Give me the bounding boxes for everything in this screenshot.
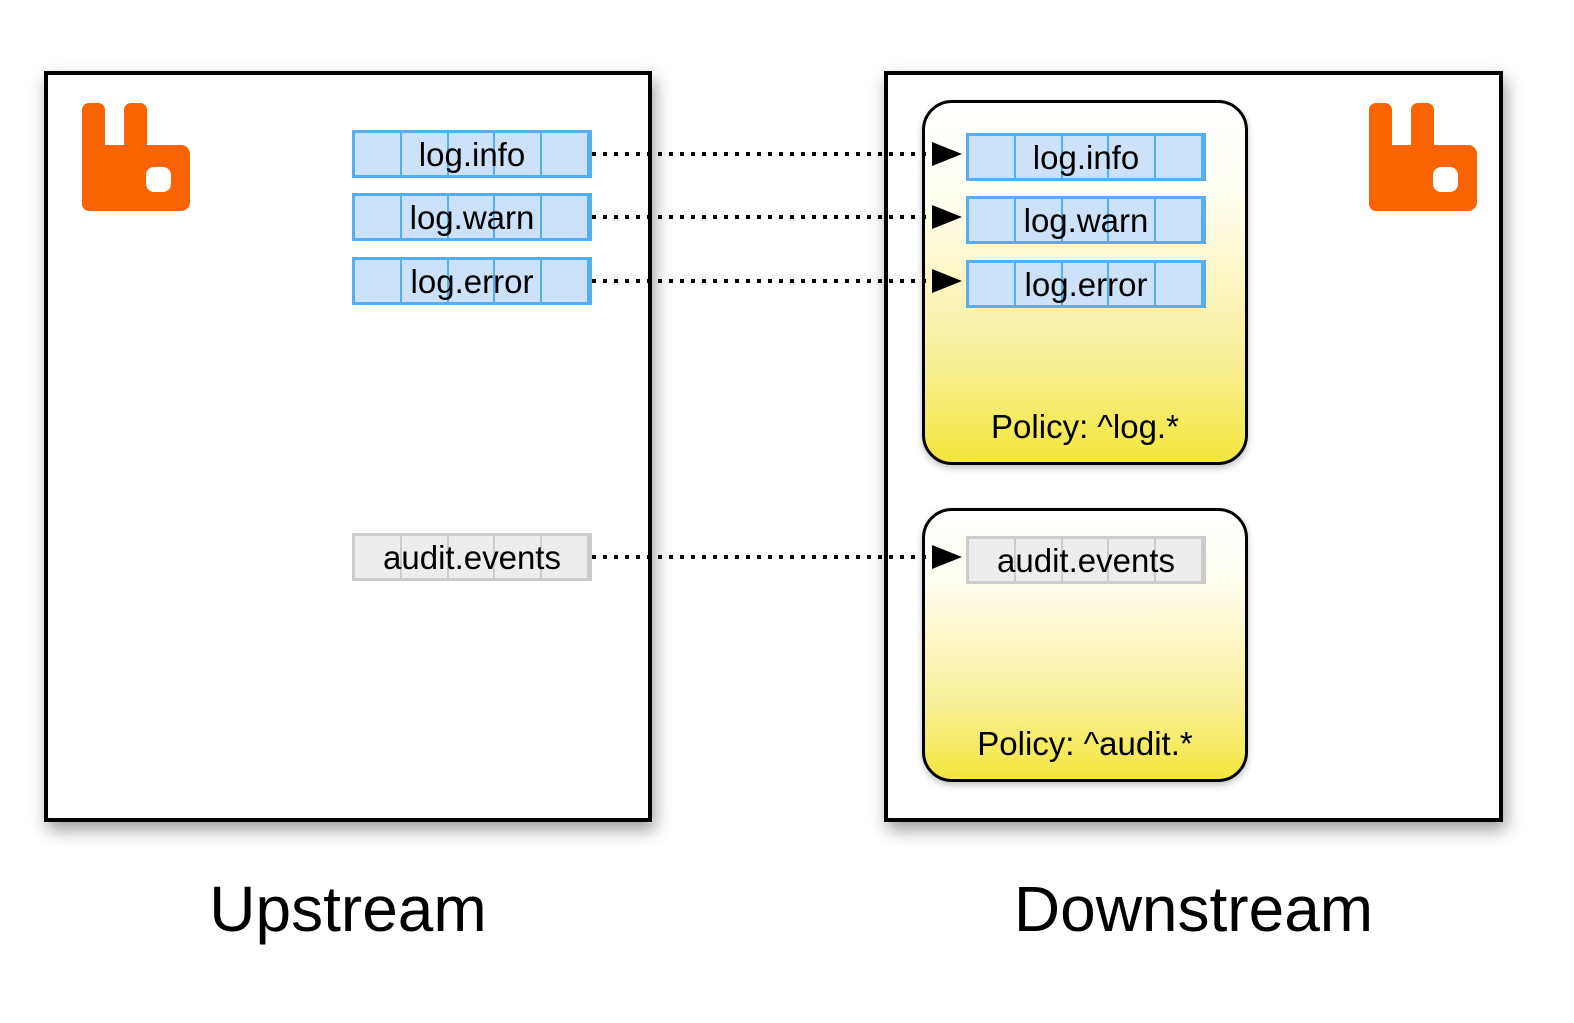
policy-box-audit: audit.events Policy: ^audit.* bbox=[922, 508, 1248, 782]
upstream-broker-box bbox=[44, 71, 652, 822]
upstream-queue-log-error: log.error bbox=[352, 257, 592, 305]
queue-label: log.error bbox=[410, 262, 534, 300]
queue-label: audit.events bbox=[997, 541, 1175, 579]
queue-label: log.info bbox=[418, 135, 526, 173]
policy-box-log: log.info log.warn log.error Policy: ^log… bbox=[922, 100, 1248, 465]
queue-label: log.warn bbox=[1023, 201, 1149, 239]
upstream-queue-log-warn: log.warn bbox=[352, 193, 592, 241]
federation-link-log-warn bbox=[592, 215, 933, 219]
upstream-label: Upstream bbox=[209, 873, 487, 945]
federation-link-log-error bbox=[592, 279, 933, 283]
right-arrowhead-icon bbox=[932, 545, 962, 569]
queue-label: log.info bbox=[1032, 138, 1140, 176]
downstream-queue-log-error: log.error bbox=[966, 260, 1206, 308]
right-arrowhead-icon bbox=[932, 142, 962, 166]
downstream-queue-log-warn: log.warn bbox=[966, 196, 1206, 244]
policy-label-audit: Policy: ^audit.* bbox=[977, 725, 1193, 762]
policy-label-log: Policy: ^log.* bbox=[991, 408, 1179, 445]
upstream-queue-log-info: log.info bbox=[352, 130, 592, 178]
federation-link-audit-events bbox=[592, 555, 933, 559]
upstream-queue-audit-events: audit.events bbox=[352, 533, 592, 581]
queue-label: log.error bbox=[1024, 265, 1148, 303]
queue-label: audit.events bbox=[383, 538, 561, 576]
rabbitmq-logo-icon bbox=[82, 103, 190, 211]
queue-label: log.warn bbox=[409, 198, 535, 236]
downstream-queue-log-info: log.info bbox=[966, 133, 1206, 181]
right-arrowhead-icon bbox=[932, 205, 962, 229]
downstream-label: Downstream bbox=[1013, 873, 1374, 945]
rabbitmq-logo-icon bbox=[1369, 103, 1477, 211]
downstream-queue-audit-events: audit.events bbox=[966, 536, 1206, 584]
federation-link-log-info bbox=[592, 152, 933, 156]
right-arrowhead-icon bbox=[932, 269, 962, 293]
